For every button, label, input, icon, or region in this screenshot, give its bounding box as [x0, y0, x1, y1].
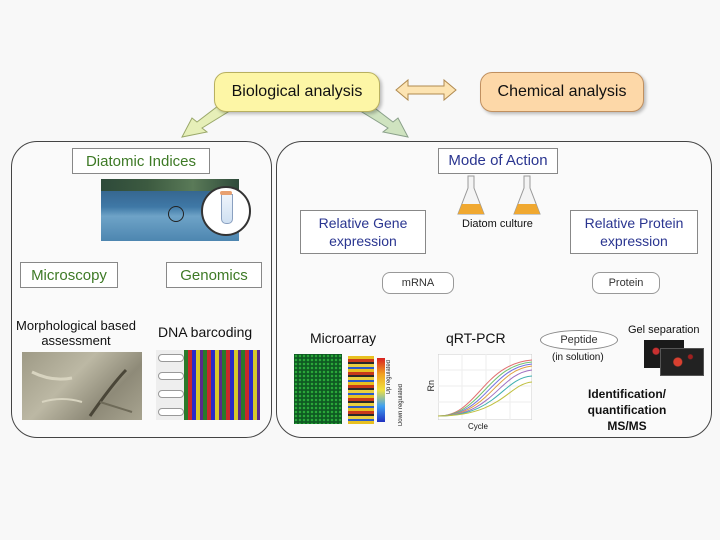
morphological-label: Morphological based assessment	[16, 318, 136, 348]
microarray-chip-image	[294, 354, 342, 424]
chemical-analysis-label: Chemical analysis	[497, 83, 627, 100]
chemical-analysis-box: Chemical analysis	[480, 72, 644, 112]
genomics-box: Genomics	[166, 262, 262, 288]
mrna-label: mRNA	[401, 277, 435, 289]
qrtpcr-label: qRT-PCR	[446, 330, 506, 346]
mode-of-action-box: Mode of Action	[438, 148, 558, 174]
peptide-label: Peptide	[560, 334, 598, 346]
diatomic-indices-box: Diatomic Indices	[72, 148, 210, 174]
protein-expression-box: Relative Protein expression	[570, 210, 698, 254]
genomics-label: Genomics	[180, 266, 248, 284]
diatom-culture-label: Diatom culture	[462, 218, 533, 230]
flask-icons	[457, 175, 541, 215]
protein-expression-label: Relative Protein expression	[584, 215, 684, 249]
peptide-ellipse: Peptide	[540, 330, 618, 350]
test-tube-magnifier	[201, 186, 251, 236]
mrna-box: mRNA	[382, 272, 454, 294]
biological-analysis-box: Biological analysis	[214, 72, 380, 112]
gel-image-front	[660, 348, 704, 376]
identification-label: Identification/ quantification MS/MS	[587, 387, 667, 433]
dna-barcoding-label: DNA barcoding	[158, 324, 253, 340]
gene-expression-box: Relative Gene expression	[300, 210, 426, 254]
mode-of-action-label: Mode of Action	[448, 152, 548, 169]
in-solution-label: (in solution)	[552, 352, 604, 363]
dna-barcode-image	[156, 350, 260, 420]
test-tube-icon	[221, 194, 233, 224]
biological-analysis-label: Biological analysis	[231, 83, 363, 100]
double-arrow	[395, 78, 457, 102]
arrow-to-left-panel	[181, 105, 229, 138]
protein-label: Protein	[608, 277, 644, 289]
sample-spot	[168, 206, 184, 222]
gel-separation-label: Gel separation	[628, 324, 700, 336]
microscopy-box: Microscopy	[20, 262, 118, 288]
microscopy-label: Microscopy	[31, 266, 107, 284]
regulation-gradient-arrow	[377, 358, 385, 422]
protein-box: Protein	[592, 272, 660, 294]
cycle-axis-label: Cycle	[468, 422, 489, 431]
gene-expression-label: Relative Gene expression	[318, 215, 408, 249]
diatomic-indices-label: Diatomic Indices	[85, 152, 197, 170]
qpcr-amplification-plot	[438, 354, 532, 420]
rn-axis-label: Rn	[426, 380, 436, 392]
heatmap-image	[348, 356, 374, 424]
down-regulated-label: Down regulated	[398, 384, 404, 427]
microarray-label: Microarray	[310, 330, 377, 346]
up-regulated-label: Up regulated	[386, 360, 392, 395]
arrow-to-right-panel	[361, 105, 409, 138]
microscope-image	[22, 352, 142, 420]
